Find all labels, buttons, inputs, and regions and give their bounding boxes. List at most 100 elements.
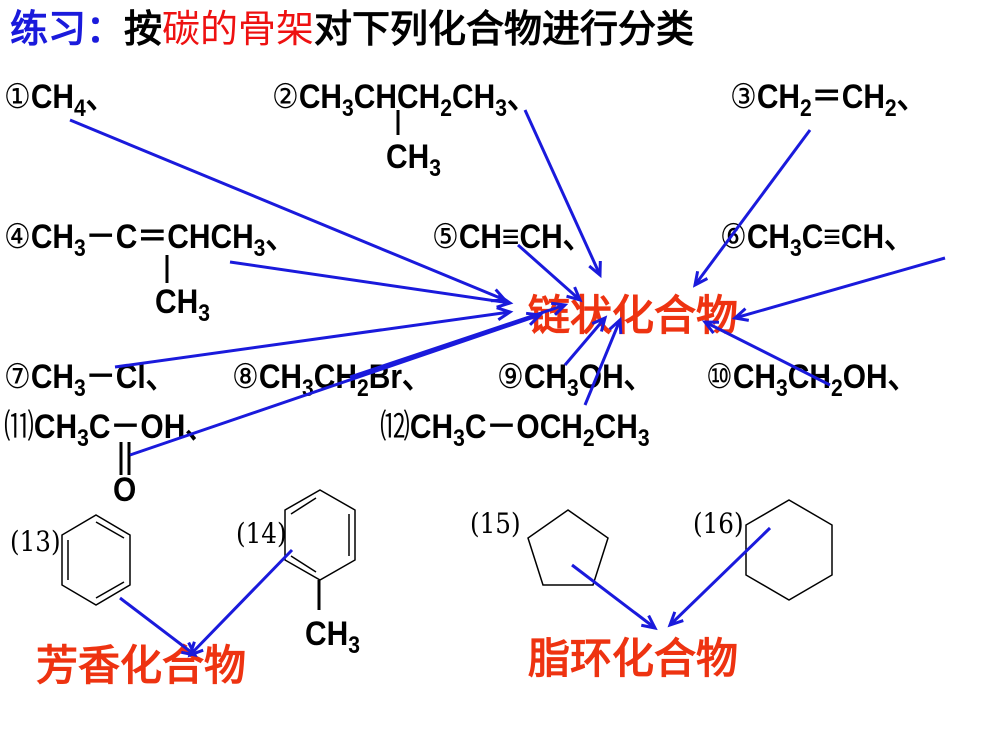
formula-text: CH≡CH、 <box>458 218 593 256</box>
formula-text: CH <box>594 408 638 446</box>
classification-arrow <box>668 526 772 627</box>
classification-arrow <box>119 596 196 657</box>
formula-subscript: 3 <box>776 375 788 402</box>
toluene-ring <box>284 489 356 581</box>
classification-arrow <box>571 563 656 630</box>
formula-text: CH <box>451 78 496 116</box>
formula-text: C－OCH <box>464 408 583 446</box>
formula-text: CHCH <box>353 78 441 116</box>
arrowhead-icon <box>692 270 709 288</box>
formula-text: －C＝CHCH <box>85 218 254 256</box>
formula-text: C－OH、 <box>88 408 216 446</box>
category-alicyclic: 脂环化合物 <box>528 634 739 683</box>
arrowhead-icon <box>731 307 750 322</box>
arrowhead-icon <box>496 293 514 309</box>
label-14: (14) <box>236 517 287 550</box>
formula-text: CH <box>787 358 832 396</box>
compound-4: ④CH3－C＝CHCH3、 <box>4 217 296 261</box>
classification-arrow <box>114 310 511 369</box>
compound-number: ⑦ <box>4 357 31 397</box>
category-aromatic: 芳香化合物 <box>36 641 247 690</box>
formula-subscript: 3 <box>495 95 507 122</box>
formula-text: C≡CH、 <box>801 218 914 256</box>
compound-1: ①CH4、 <box>4 77 116 121</box>
formula-subscript: 3 <box>302 375 314 402</box>
formula-subscript: 2 <box>831 375 843 402</box>
arrowhead-icon <box>588 260 602 279</box>
label-15: (15) <box>470 507 521 540</box>
arrowhead-icon <box>566 286 583 303</box>
classification-arrow <box>188 548 294 657</box>
arrowhead-icon <box>180 641 198 658</box>
classification-arrow <box>523 109 602 276</box>
cyclohexane-ring <box>745 499 833 601</box>
compound-4-branch: CH3 <box>155 283 210 327</box>
arrowhead-icon <box>550 301 569 316</box>
formula-text: CH <box>746 218 791 256</box>
formula-subscript: 2 <box>884 95 897 122</box>
label-13: (13) <box>10 525 61 558</box>
compound-11: ⑾CH3C－OH、 <box>4 408 216 451</box>
formula-text: ＝CH <box>811 78 885 116</box>
classification-arrow <box>563 317 607 366</box>
classification-arrow <box>704 320 831 387</box>
compound-7: ⑦CH3－Cl、 <box>4 357 176 401</box>
formula-subscript: 3 <box>342 95 354 122</box>
arrowhead-icon <box>640 614 658 631</box>
classification-arrow <box>349 303 566 379</box>
compound-number: ④ <box>4 217 31 257</box>
formula-subscript: 2 <box>800 95 812 122</box>
title-part: 对下列化合物进行分类 <box>314 7 695 51</box>
compound-14-branch: CH3 <box>305 615 360 659</box>
compound-5: ⑤CH≡CH、 <box>432 220 593 254</box>
slide-title: 练习：按碳的骨架对下列化合物进行分类 <box>10 10 694 48</box>
compound-2-branch: CH3 <box>386 138 441 182</box>
arrowhead-icon <box>496 306 514 322</box>
formula-text: CH <box>409 408 454 446</box>
compound-number: ⑤ <box>432 217 459 257</box>
compound-12: ⑿CH3C－OCH2CH3 <box>380 407 650 451</box>
classification-arrow <box>734 256 946 320</box>
category-chain: 链状化合物 <box>528 291 739 340</box>
formula-subscript: 3 <box>637 425 650 452</box>
compound-8: ⑧CH3CH2Br、 <box>232 358 432 401</box>
formula-text: CH <box>258 358 303 396</box>
classification-arrow <box>69 118 506 302</box>
compound-number: ① <box>4 77 31 117</box>
compound-number: ⑨ <box>497 357 524 397</box>
compound-number: ② <box>272 77 299 117</box>
formula-text: CH <box>298 78 343 116</box>
classification-arrow <box>693 129 812 286</box>
arrowhead-icon <box>187 641 204 658</box>
classification-arrow <box>229 260 511 305</box>
formula-text: 、 <box>85 78 116 116</box>
formula-text: CH <box>30 218 75 256</box>
formula-text: CH <box>523 358 568 396</box>
title-part: 按 <box>124 7 163 51</box>
formula-text: 、 <box>506 78 537 116</box>
formula-text: 、 <box>265 218 296 256</box>
formula-subscript: 2 <box>440 95 452 122</box>
title-prefix: 练习： <box>10 7 125 51</box>
compound-number: ③ <box>730 77 757 117</box>
formula-subscript: 3 <box>790 235 802 262</box>
formula-text: 、 <box>896 78 927 116</box>
classification-arrow <box>129 313 541 457</box>
compound-10: ⑩CH3CH2OH、 <box>706 358 918 401</box>
compound-number: ⑥ <box>720 217 747 257</box>
label-16: (16) <box>693 507 744 540</box>
arrowhead-icon <box>608 316 623 335</box>
compound-6: ⑥CH3C≡CH、 <box>720 217 914 261</box>
arrowhead-icon <box>525 311 544 326</box>
arrowhead-icon <box>667 611 684 628</box>
title-highlight: 碳的骨架 <box>162 7 315 51</box>
cyclopentane-ring <box>527 509 609 586</box>
compound-number: ⑿ <box>380 407 410 447</box>
classification-arrow <box>517 243 581 302</box>
compound-3: ③CH2＝CH2、 <box>730 77 927 121</box>
formula-subscript: 3 <box>77 425 89 452</box>
arrowhead-icon <box>591 315 608 332</box>
formula-subscript: 4 <box>74 95 86 122</box>
